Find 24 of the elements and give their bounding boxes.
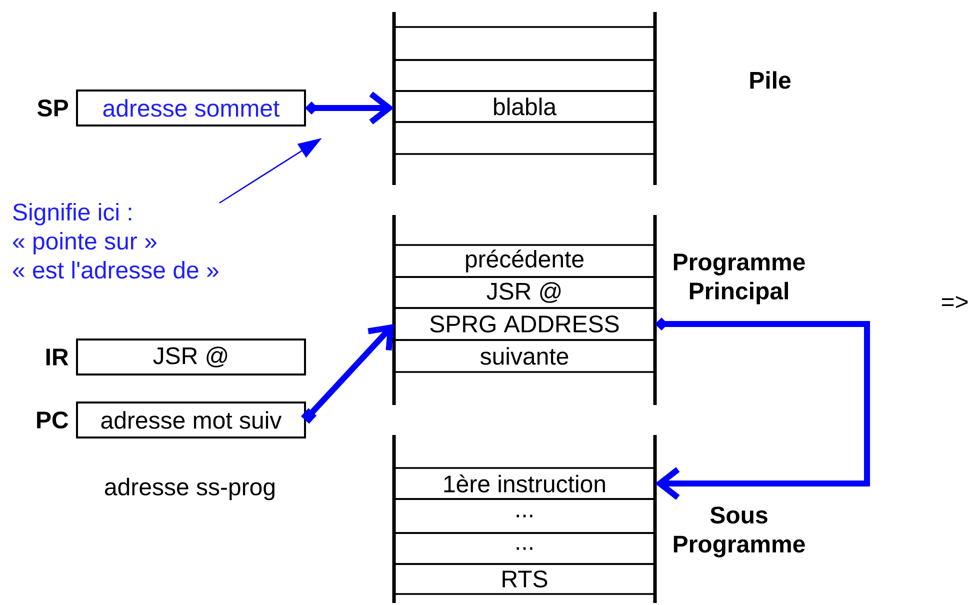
stack-cell: JSR @ bbox=[393, 276, 656, 309]
register-label: SP bbox=[37, 100, 68, 116]
stack-cell: précédente bbox=[393, 244, 656, 278]
stack-cell: SPRG ADDRESS bbox=[393, 307, 656, 341]
implication-sign: => bbox=[942, 296, 968, 308]
stack-cell: RTS bbox=[393, 563, 656, 595]
stack-cell: blabla bbox=[393, 90, 656, 123]
annotation-text: adresse ss-prog bbox=[104, 478, 274, 500]
stack-cell: suivante bbox=[393, 339, 656, 373]
register-box: adresse sommet bbox=[76, 90, 306, 126]
register-label: IR bbox=[46, 348, 68, 366]
stack-cell bbox=[393, 26, 656, 61]
note-text: Signifie ici : « pointe sur » « est l'adresse de » bbox=[12, 203, 218, 279]
section-heading: Sous Programme bbox=[674, 506, 805, 558]
stack-cell: 1ère instruction bbox=[393, 467, 656, 500]
section-heading: Programme Principal bbox=[674, 254, 805, 304]
stack-cell: ... bbox=[393, 498, 656, 534]
section-heading: Pile bbox=[750, 71, 791, 89]
register-label: PC bbox=[37, 412, 68, 428]
register-box: adresse mot suiv bbox=[76, 402, 306, 438]
stack-cell bbox=[393, 59, 656, 92]
stack-cell bbox=[393, 121, 656, 155]
stack-cell: ... bbox=[393, 532, 656, 565]
register-box: JSR @ bbox=[76, 338, 306, 376]
